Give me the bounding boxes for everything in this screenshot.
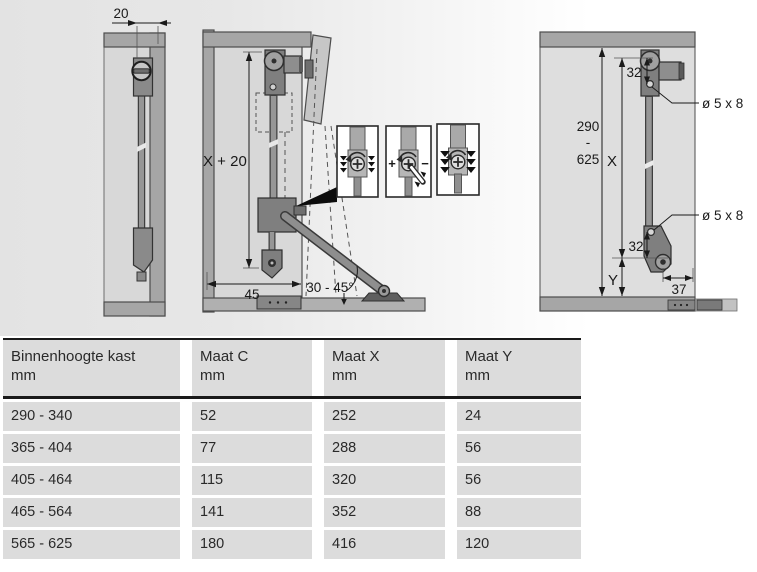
angle-dimension: 30 - 45° <box>306 265 358 305</box>
col-header-maat-x: Maat X mm <box>324 340 445 396</box>
door-panel <box>303 34 332 125</box>
inset-adjustment-screwdriver: + − <box>385 125 432 198</box>
dim-37-label: 37 <box>671 282 686 297</box>
cell-maat-x: 288 <box>324 433 445 463</box>
col-header-maat-y: Maat Y mm <box>457 340 581 396</box>
large-step-arrows-icon <box>440 151 476 173</box>
adjust-knob <box>658 61 682 81</box>
header-unit: mm <box>11 367 36 384</box>
cell-maat-y: 56 <box>457 465 581 495</box>
drill-hole-bottom <box>646 228 655 237</box>
plus-label: + <box>388 156 396 171</box>
lift-mechanism <box>639 49 685 273</box>
dim-32-top-label: 32 <box>626 65 641 80</box>
cell-maat-y: 56 <box>457 433 581 463</box>
dim-20-label: 20 <box>113 6 128 21</box>
dimension-32-bottom: 32 <box>628 232 650 258</box>
small-step-arrows-icon <box>340 156 375 173</box>
drill-top-label: ø 5 x 8 <box>702 96 743 111</box>
header-divider <box>3 396 581 399</box>
front-view-drawing: X + 20 45 30 - 45° <box>202 29 480 313</box>
cell-binnenhoogte: 565 - 625 <box>3 529 180 559</box>
dim-x-plus-20-label: X + 20 <box>203 153 247 170</box>
range-min-label: 290 <box>577 119 600 134</box>
callout-pointer <box>296 187 337 206</box>
left-view-drawing: 20 <box>103 6 171 317</box>
cell-maat-c: 141 <box>192 497 312 527</box>
cell-binnenhoogte: 405 - 464 <box>3 465 180 495</box>
angle-label: 30 - 45° <box>306 280 353 295</box>
cell-maat-x: 252 <box>324 401 445 431</box>
dimension-20: 20 <box>112 6 171 58</box>
dim-32-bottom-label: 32 <box>628 239 643 254</box>
dim-45-label: 45 <box>244 287 259 302</box>
dimension-x-plus-20: X + 20 <box>203 51 262 269</box>
header-unit: mm <box>200 367 225 384</box>
cell-maat-c: 77 <box>192 433 312 463</box>
table-row: 465 - 564 141 352 88 <box>3 497 581 527</box>
table-row: 290 - 340 52 252 24 <box>3 401 581 431</box>
cell-binnenhoogte: 290 - 340 <box>3 401 180 431</box>
door-fitting <box>304 59 314 79</box>
cell-maat-y: 88 <box>457 497 581 527</box>
bottom-fitting <box>132 227 154 282</box>
header-label: Maat Y <box>465 348 513 365</box>
minus-label: − <box>421 156 429 171</box>
col-header-maat-c: Maat C mm <box>192 340 312 396</box>
inset-adjustment-large <box>436 123 480 196</box>
cell-maat-x: 320 <box>324 465 445 495</box>
dimensions-table: Binnenhoogte kast mm Maat C mm Maat X mm… <box>3 338 581 559</box>
header-label: Maat C <box>200 348 249 365</box>
dimension-range-290-625: 290 - 625 <box>577 48 606 296</box>
drill-bottom-label: ø 5 x 8 <box>702 208 743 223</box>
cell-maat-x: 352 <box>324 497 445 527</box>
cell-binnenhoogte: 365 - 404 <box>3 433 180 463</box>
range-max-label: 625 <box>577 152 600 167</box>
header-unit: mm <box>465 367 490 384</box>
dimension-37: 37 <box>662 268 694 297</box>
cell-maat-x: 416 <box>324 529 445 559</box>
col-header-binnenhoogte: Binnenhoogte kast mm <box>3 340 180 396</box>
inset-adjustment-small <box>336 125 379 198</box>
cell-maat-c: 115 <box>192 465 312 495</box>
drill-callout-bottom: ø 5 x 8 <box>653 208 743 231</box>
top-fitting <box>131 57 154 97</box>
lift-rod <box>137 90 146 235</box>
header-label: Binnenhoogte kast <box>11 348 136 365</box>
cell-maat-y: 120 <box>457 529 581 559</box>
right-view-drawing: 290 - 625 X Y 32 32 <box>539 31 743 312</box>
drill-callout-top: ø 5 x 8 <box>651 86 743 111</box>
dimension-32-top: 32 <box>626 58 650 84</box>
dimension-45: 45 <box>206 272 301 302</box>
table-row: 565 - 625 180 416 120 <box>3 529 581 559</box>
range-sep-label: - <box>586 135 591 150</box>
cell-maat-c: 52 <box>192 401 312 431</box>
table-row: 365 - 404 77 288 56 <box>3 433 581 463</box>
dim-x-label: X <box>607 153 617 170</box>
table-row: 405 - 464 115 320 56 <box>3 465 581 495</box>
cabinet-carcass <box>202 29 426 313</box>
cell-maat-y: 24 <box>457 401 581 431</box>
lift-mechanism <box>257 49 406 302</box>
cell-binnenhoogte: 465 - 564 <box>3 497 180 527</box>
header-label: Maat X <box>332 348 380 365</box>
cell-maat-c: 180 <box>192 529 312 559</box>
header-unit: mm <box>332 367 357 384</box>
table-header-row: Binnenhoogte kast mm Maat C mm Maat X mm… <box>3 340 581 396</box>
dim-y-label: Y <box>608 272 618 289</box>
adjust-knob <box>283 55 302 74</box>
dimension-y: Y <box>608 257 668 296</box>
